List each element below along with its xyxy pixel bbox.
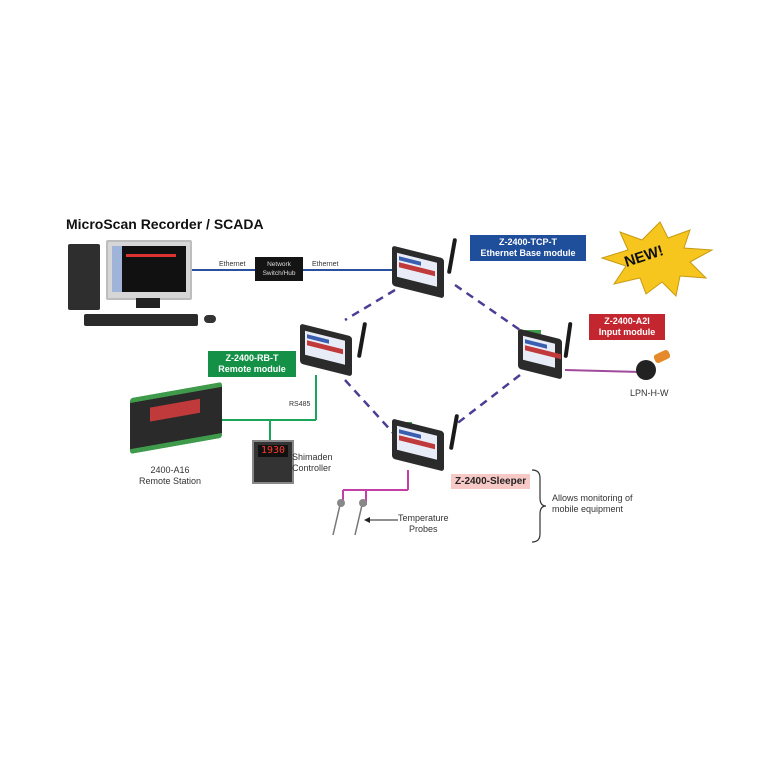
new-starburst-icon bbox=[600, 221, 714, 298]
ethernet-label-left: Ethernet bbox=[219, 261, 246, 268]
probe-head-icon bbox=[337, 499, 345, 507]
temperature-probes-label: Temperature Probes bbox=[398, 513, 449, 534]
tcp-module-tag: Z-2400-TCP-T Ethernet Base module bbox=[470, 235, 586, 261]
lpn-label: LPN-H-W bbox=[630, 388, 669, 398]
shimaden-label: Shimaden Controller bbox=[292, 452, 333, 473]
network-switch-hub: Network Switch/Hub bbox=[255, 257, 303, 281]
mouse-icon bbox=[204, 315, 216, 323]
keyboard-icon bbox=[84, 314, 198, 326]
mobile-note: Allows monitoring of mobile equipment bbox=[552, 493, 633, 514]
desktop-tower-icon bbox=[68, 244, 100, 310]
monitor-stand-icon bbox=[136, 298, 160, 308]
diagram-title: MicroScan Recorder / SCADA bbox=[66, 216, 264, 232]
a16-label: 2400-A16 Remote Station bbox=[138, 465, 202, 486]
rb-module-tag: Z-2400-RB-T Remote module bbox=[208, 351, 296, 377]
a2i-module-tag: Z-2400-A2I Input module bbox=[589, 314, 665, 340]
probe-head-icon bbox=[359, 499, 367, 507]
sleeper-module-tag: Z-2400-Sleeper bbox=[451, 474, 531, 489]
sensor-lpn-icon bbox=[636, 360, 656, 380]
rs485-label: RS485 bbox=[289, 401, 311, 408]
shimaden-controller-device: 1930 bbox=[252, 440, 294, 484]
ethernet-label-right: Ethernet bbox=[312, 261, 339, 268]
monitor-icon bbox=[106, 240, 192, 300]
